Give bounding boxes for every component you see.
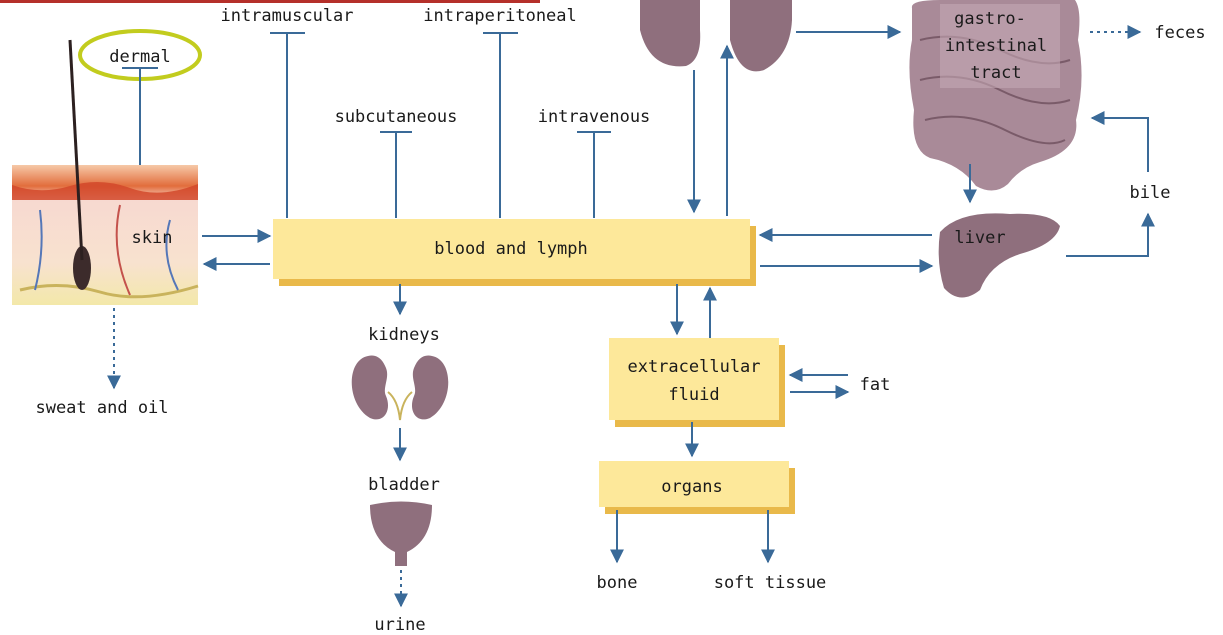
skin-illustration bbox=[12, 40, 198, 305]
output-fat-label: fat bbox=[860, 375, 891, 395]
output-sweat-label: sweat and oil bbox=[35, 398, 168, 418]
node-organs-label: organs bbox=[661, 477, 722, 497]
route-intraperitoneal-label: intraperitoneal bbox=[423, 6, 577, 26]
output-urine-label: urine bbox=[374, 615, 425, 635]
node-gi-label-line1: gastro- bbox=[954, 9, 1026, 29]
node-gi-label-line2: intestinal bbox=[945, 36, 1047, 56]
kidneys-illustration bbox=[352, 356, 449, 421]
node-kidneys-label: kidneys bbox=[368, 325, 440, 345]
route-intravenous-label: intravenous bbox=[538, 107, 651, 127]
output-bone-label: bone bbox=[597, 573, 638, 593]
route-subcutaneous-label: subcutaneous bbox=[335, 107, 458, 127]
node-blood-label: blood and lymph bbox=[434, 239, 588, 259]
route-dermal-label: dermal bbox=[109, 47, 170, 67]
route-intramuscular-label: intramuscular bbox=[220, 6, 353, 26]
node-gi-label-line3: tract bbox=[970, 63, 1021, 83]
node-ecf-label-line1: extracellular bbox=[627, 357, 760, 377]
output-feces-label: feces bbox=[1154, 23, 1205, 43]
arrow-bile-to-gi bbox=[1092, 118, 1148, 172]
bladder-illustration bbox=[370, 502, 432, 567]
ecf-box bbox=[609, 338, 779, 420]
node-skin-label: skin bbox=[132, 228, 173, 248]
lungs-illustration bbox=[640, 0, 792, 71]
node-liver-label: liver bbox=[954, 228, 1005, 248]
node-ecf-label-line2: fluid bbox=[668, 385, 719, 405]
node-bladder-label: bladder bbox=[368, 475, 440, 495]
output-soft-tissue-label: soft tissue bbox=[714, 573, 827, 593]
corner-bar bbox=[0, 0, 540, 3]
arrow-liver-to-bile bbox=[1066, 214, 1148, 256]
liver-illustration bbox=[939, 213, 1060, 297]
output-bile-label: bile bbox=[1130, 183, 1171, 203]
